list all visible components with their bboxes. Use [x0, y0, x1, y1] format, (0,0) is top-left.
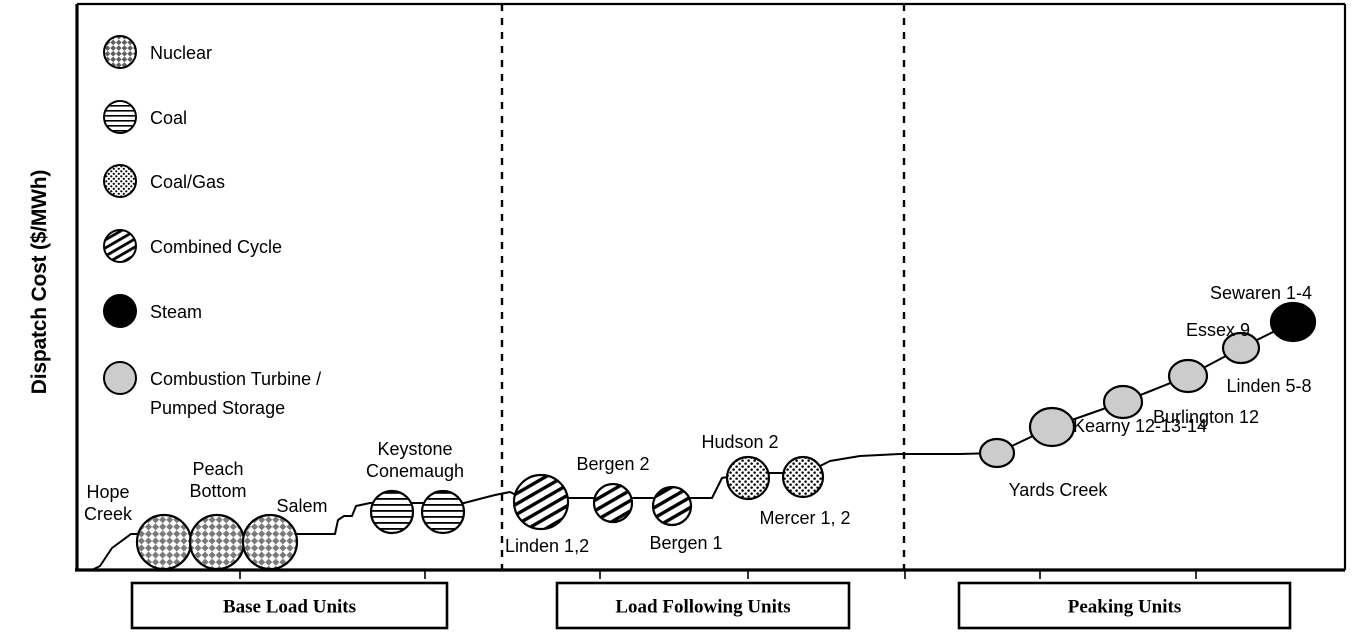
unit-marker[interactable]: [781, 455, 825, 499]
unit-marker[interactable]: [241, 513, 299, 571]
legend-swatch-ct_pumped[interactable]: [103, 361, 137, 395]
unit-label: Hudson 2: [701, 432, 778, 452]
unit-label: Bergen 2: [576, 454, 649, 474]
legend-swatch-nuclear[interactable]: [103, 35, 137, 69]
legend-label-coal_gas: Coal/Gas: [150, 172, 225, 192]
unit-marker[interactable]: [725, 455, 771, 501]
legend-label-steam: Steam: [150, 302, 202, 322]
legend-label-ct_pumped: Combustion Turbine /Pumped Storage: [150, 369, 321, 418]
unit-label: Linden 1,2: [505, 536, 589, 556]
unit-marker[interactable]: [420, 489, 466, 535]
x-axis-ticks: [239, 570, 1197, 579]
unit-label: Essex 9: [1186, 320, 1250, 340]
unit-label: Linden 5-8: [1226, 376, 1311, 396]
unit-label: Yards Creek: [1009, 480, 1109, 500]
section-divider-lines: [500, 4, 906, 570]
band-box-base[interactable]: [130, 581, 449, 630]
band-box-following[interactable]: [555, 581, 851, 630]
band-label-base: Base Load Units: [223, 597, 356, 618]
unit-label: Mercer 1, 2: [759, 508, 850, 528]
unit-marker[interactable]: [1028, 406, 1076, 448]
band-box-peaking[interactable]: [957, 581, 1292, 630]
category-bands: Base Load Units Load Following Units Peaki…: [130, 581, 1292, 630]
legend-label-coal: Coal: [150, 108, 187, 128]
legend-swatch-steam[interactable]: [103, 294, 137, 328]
unit-marker[interactable]: [369, 489, 415, 535]
unit-marker[interactable]: [135, 513, 193, 571]
legend-label-combined_cycle: Combined Cycle: [150, 237, 282, 257]
band-label-following: Load Following Units: [615, 597, 790, 618]
unit-marker[interactable]: [1102, 384, 1144, 420]
unit-label: Salem: [276, 496, 327, 516]
y-axis-title: Dispatch Cost ($/MWh): [28, 169, 51, 395]
legend-swatch-coal_gas[interactable]: [103, 164, 137, 198]
unit-marker[interactable]: [978, 437, 1016, 469]
unit-marker[interactable]: [512, 473, 570, 531]
unit-marker[interactable]: [1221, 331, 1261, 365]
legend-label-nuclear: Nuclear: [150, 43, 212, 63]
unit-marker[interactable]: [651, 485, 693, 527]
unit-label: Bergen 1: [649, 533, 722, 553]
legend-swatch-coal[interactable]: [103, 100, 137, 134]
unit-markers: [135, 301, 1317, 571]
unit-label: Kearny 12-13-14: [1073, 416, 1207, 436]
unit-marker[interactable]: [1167, 358, 1209, 394]
unit-label: Sewaren 1-4: [1210, 283, 1312, 303]
unit-marker[interactable]: [592, 482, 634, 524]
band-label-peaking: Peaking Units: [1068, 597, 1182, 618]
unit-label: Burlington 12: [1153, 407, 1259, 427]
plot-frame: [75, 2, 1347, 572]
unit-marker[interactable]: [1269, 301, 1317, 343]
unit-marker[interactable]: [188, 513, 246, 571]
legend-swatch-combined_cycle[interactable]: [103, 229, 137, 263]
